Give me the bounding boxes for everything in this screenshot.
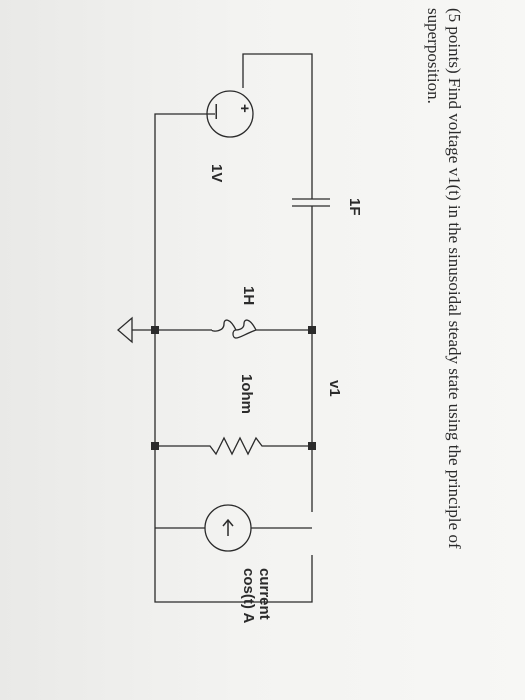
ground-icon: [117, 316, 133, 344]
wire-source-to-capacitor: [242, 53, 313, 199]
resistor-label: 1ohm: [238, 374, 255, 414]
wire-bottom-loop: [154, 135, 313, 603]
node-v1-label: v1: [326, 380, 343, 397]
current-arrow-icon: [222, 518, 234, 536]
wire-source-negative: [154, 113, 215, 135]
voltage-source-circle: [206, 90, 254, 138]
capacitor-label: 1F: [346, 198, 363, 216]
current-source-label-1: current: [256, 568, 273, 620]
voltage-source-minus: —: [208, 104, 225, 119]
voltage-source-label: 1V: [208, 164, 225, 182]
inductor-label: 1H: [240, 286, 257, 305]
inductor-lead: [232, 329, 257, 339]
node-dot: [151, 442, 159, 450]
resistor-zigzag: [155, 436, 312, 456]
node-dot: [308, 326, 316, 334]
inductor-coil: [211, 319, 257, 332]
current-source-label-2: cos(t) A: [240, 568, 257, 623]
voltage-source-plus: +: [236, 104, 253, 113]
node-dot: [151, 326, 159, 334]
node-dot: [308, 442, 316, 450]
